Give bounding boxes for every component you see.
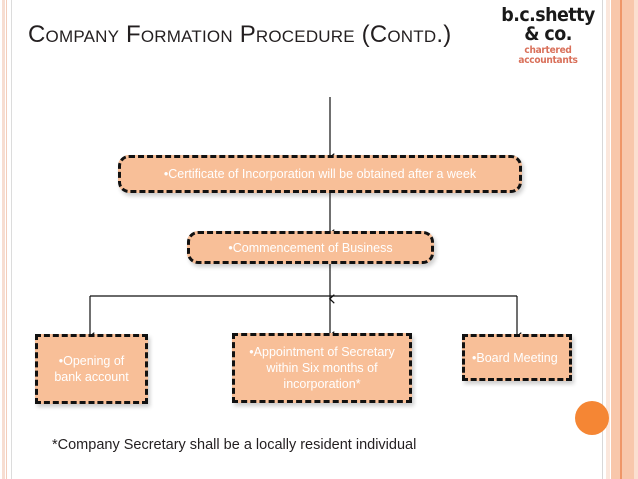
right-edge-gray-line xyxy=(602,0,603,479)
right-edge-pale-stripe xyxy=(606,0,610,479)
page-title: Company Formation Procedure (Contd.) xyxy=(28,21,452,48)
flow-box-secretary-line-2: within Six months of xyxy=(266,361,378,375)
right-edge-band xyxy=(611,0,638,479)
flow-box-secretary-line-1: •Appointment of Secretary xyxy=(249,345,395,359)
logo-tagline: chartered accountants xyxy=(518,45,578,66)
flow-box-secretary-text: •Appointment of Secretary within Six mon… xyxy=(243,344,400,392)
flow-box-bank-account-line-1: •Opening of xyxy=(58,354,125,368)
flow-box-bank-account-text: •Opening of bank account xyxy=(48,353,134,385)
flow-box-certificate-of-incorporation[interactable]: •Certificate of Incorporation will be ob… xyxy=(118,155,522,193)
footnote-text: *Company Secretary shall be a locally re… xyxy=(52,437,417,453)
accent-circle xyxy=(575,401,609,435)
flow-box-commencement-of-business[interactable]: •Commencement of Business xyxy=(187,231,434,264)
logo-company-name: b.c.shetty & co. xyxy=(501,4,595,45)
flow-box-board-meeting[interactable]: •Board Meeting xyxy=(462,334,572,381)
flow-box-bank-account-line-2: bank account xyxy=(54,370,129,384)
flow-box-opening-of-bank-account[interactable]: •Opening of bank account xyxy=(35,334,148,404)
left-edge-pink-line xyxy=(6,0,7,479)
right-edge-outer-stripe xyxy=(634,0,638,479)
flow-box-secretary-line-3: incorporation* xyxy=(283,377,361,391)
right-edge-accent-line xyxy=(620,0,622,479)
flow-box-board-meeting-text: •Board Meeting xyxy=(472,350,558,365)
flow-box-certificate-text: •Certificate of Incorporation will be ob… xyxy=(163,167,477,181)
left-edge-gray-line xyxy=(11,0,12,479)
company-logo: b.c.shetty & co. chartered accountants xyxy=(492,6,604,65)
left-edge-pink-stripe xyxy=(2,0,5,479)
flow-box-appointment-of-secretary[interactable]: •Appointment of Secretary within Six mon… xyxy=(232,333,412,403)
flow-box-commencement-text: •Commencement of Business xyxy=(228,240,393,255)
